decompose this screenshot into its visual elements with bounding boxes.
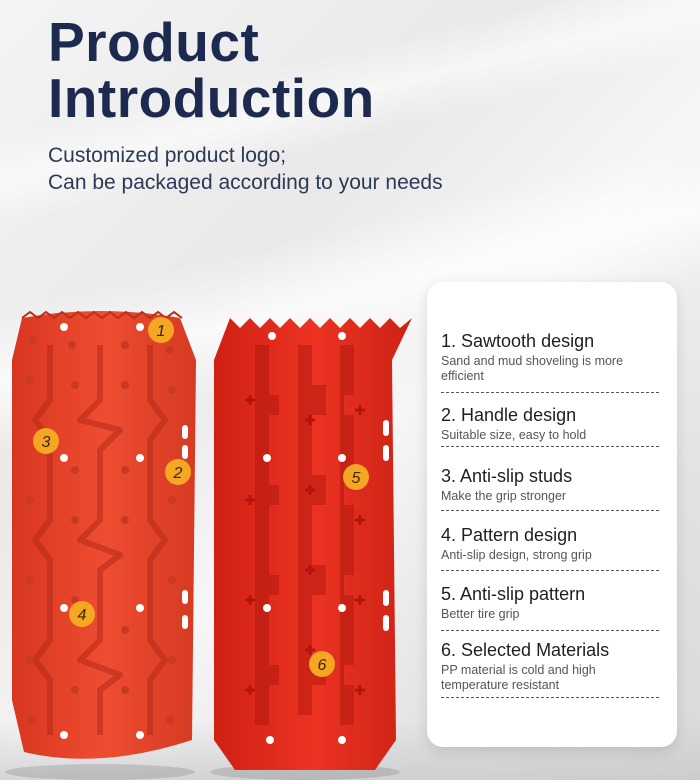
callout-1: 1 [148, 317, 174, 343]
feature-title: 5. Anti-slip pattern [441, 584, 586, 604]
product-image: 1 2 3 4 5 6 [5, 310, 412, 780]
subtitle-line-1: Customized product logo; [48, 144, 287, 167]
feature-item-sawtooth: 1. Sawtooth design Sand and mud shovelin… [441, 330, 659, 393]
callout-3: 3 [33, 428, 59, 454]
callout-2: 2 [165, 459, 191, 485]
feature-item-handle: 2. Handle design Suitable size, easy to … [441, 404, 659, 447]
title-line-2: Introduction [48, 67, 375, 129]
feature-item-anti-slip-pattern: 5. Anti-slip pattern Better tire grip [441, 583, 659, 631]
svg-text:2: 2 [173, 465, 183, 482]
feature-description: Better tire grip [441, 607, 520, 621]
feature-item-studs: 3. Anti-slip studs Make the grip stronge… [441, 465, 659, 511]
feature-description: PP material is cold and high temperature… [441, 663, 596, 692]
feature-item-materials: 6. Selected Materials PP material is col… [441, 639, 659, 698]
recovery-board-top-icon [5, 310, 196, 780]
title-line-1: Product [48, 11, 260, 73]
callout-6: 6 [309, 651, 335, 677]
feature-item-pattern: 4. Pattern design Anti-slip design, stro… [441, 524, 659, 571]
feature-description: Suitable size, easy to hold [441, 428, 587, 442]
feature-description: Sand and mud shoveling is more efficient [441, 354, 624, 383]
svg-text:6: 6 [318, 657, 327, 674]
feature-title: 3. Anti-slip studs [441, 466, 573, 486]
feature-panel: 1. Sawtooth design Sand and mud shovelin… [427, 282, 677, 747]
callout-4: 4 [69, 601, 95, 627]
svg-text:4: 4 [78, 607, 87, 624]
svg-text:3: 3 [42, 434, 51, 451]
subtitle-line-2: Can be packaged according to your needs [48, 171, 443, 194]
feature-title: 6. Selected Materials [441, 640, 610, 660]
page-title: Product Introduction [48, 14, 375, 126]
svg-text:1: 1 [157, 323, 166, 340]
page-subtitle: Customized product logo; Can be packaged… [48, 142, 443, 196]
feature-description: Make the grip stronger [441, 489, 567, 503]
svg-text:5: 5 [352, 470, 361, 487]
recovery-board-bottom-icon [210, 318, 412, 780]
feature-description: Anti-slip design, strong grip [441, 548, 592, 562]
callout-5: 5 [343, 464, 369, 490]
feature-title: 4. Pattern design [441, 525, 578, 545]
feature-title: 2. Handle design [441, 405, 577, 425]
feature-title: 1. Sawtooth design [441, 331, 595, 351]
